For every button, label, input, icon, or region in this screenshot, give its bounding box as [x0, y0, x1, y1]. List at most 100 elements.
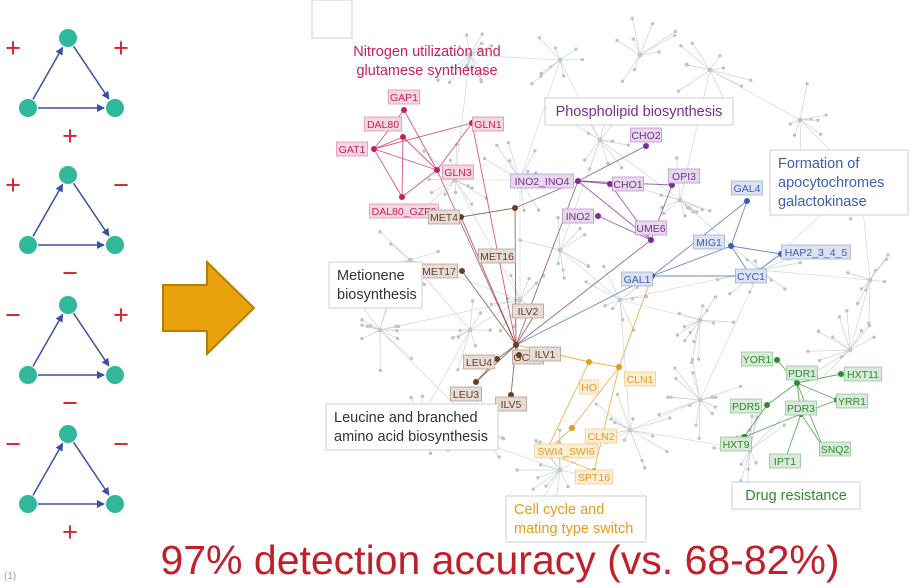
bg-edge — [519, 278, 530, 301]
gene-label: OPI3 — [672, 171, 696, 183]
gene-edge — [401, 169, 438, 198]
corner-box — [311, 0, 353, 39]
bg-node — [673, 366, 677, 370]
gene-label-box — [477, 248, 517, 264]
gene-node — [459, 268, 465, 274]
gene-ho: HO — [579, 359, 599, 395]
bg-edge — [815, 349, 851, 373]
bg-node — [783, 287, 787, 291]
bg-node — [705, 308, 709, 313]
bg-edge — [491, 299, 521, 305]
bg-edge — [869, 254, 889, 281]
bg-node — [544, 484, 548, 488]
gene-label: GAP1 — [390, 92, 418, 104]
bg-node — [755, 415, 760, 419]
bg-node — [470, 299, 475, 303]
bg-edge — [429, 178, 456, 181]
gene-label: HO — [581, 382, 597, 394]
bg-node — [739, 462, 743, 466]
bg-edge — [639, 31, 676, 56]
bg-node — [561, 74, 566, 78]
bg-node — [622, 438, 627, 442]
bg-node — [443, 192, 447, 196]
gene-edge — [730, 245, 782, 255]
bg-node — [692, 339, 696, 344]
bg-edge — [699, 399, 716, 408]
triad-1: +++ — [5, 29, 129, 151]
bg-edge — [469, 300, 473, 331]
bg-edge — [629, 417, 670, 431]
bg-edge — [868, 279, 871, 324]
bg-node — [611, 306, 615, 311]
gene-yrr1: YRR1 — [834, 393, 868, 409]
bg-edge — [361, 319, 381, 331]
bg-node — [453, 190, 458, 195]
gene-label-box — [819, 441, 851, 457]
bg-edge — [639, 51, 660, 56]
bg-node — [619, 165, 624, 170]
bg-link — [559, 139, 601, 251]
gene-label: MET16 — [480, 251, 514, 263]
bg-node — [378, 368, 383, 373]
bg-node — [788, 122, 792, 126]
bg-edge — [709, 55, 721, 71]
gene-label-box — [635, 220, 667, 236]
gene-ume6: UME6 — [635, 220, 667, 243]
triad-3: −+− — [5, 296, 129, 418]
bg-node — [436, 78, 440, 82]
gene-pdr1: PDR1 — [786, 365, 818, 386]
bg-node — [530, 81, 534, 86]
gene-gal1: GAL1 — [621, 271, 655, 287]
triad-sign-right: + — [113, 300, 129, 330]
gene-ilv5: ILV5 — [495, 392, 527, 412]
gene-label-box — [336, 141, 368, 157]
triad-node-right — [106, 236, 124, 254]
bg-node — [536, 475, 540, 480]
bg-edge — [819, 349, 851, 361]
gene-label-box — [668, 168, 700, 184]
bg-edge — [616, 40, 641, 56]
gene-node — [764, 402, 770, 408]
module-label-line: Phospholipid biosynthesis — [556, 104, 723, 120]
bg-node — [512, 324, 516, 329]
gene-node — [513, 342, 519, 348]
gene-gap1: GAP1 — [388, 89, 420, 113]
bg-edge — [629, 429, 668, 452]
gene-edge — [796, 382, 838, 401]
bg-node — [422, 149, 426, 153]
bg-node — [859, 329, 864, 333]
triad-sign-left: − — [5, 429, 21, 459]
bg-node — [509, 273, 513, 278]
bg-edge — [629, 429, 643, 461]
bg-edge — [596, 403, 631, 431]
bg-node — [531, 487, 535, 491]
gene-cyc1: CYC1 — [735, 268, 767, 284]
bg-node — [478, 311, 483, 315]
gene-label: HXT9 — [723, 439, 750, 451]
bg-edge — [619, 299, 635, 331]
gene-edge — [436, 169, 517, 346]
bg-edge — [709, 69, 751, 81]
bg-edge — [540, 59, 561, 74]
bg-node — [473, 344, 478, 348]
bg-edge — [557, 217, 561, 251]
triad-node-left — [19, 236, 37, 254]
bg-node — [745, 258, 750, 262]
bg-link — [749, 349, 851, 451]
triad-node-right — [106, 99, 124, 117]
bg-link — [454, 179, 521, 301]
bg-cluster — [615, 16, 678, 84]
bg-node — [428, 451, 433, 455]
gene-label: MIG1 — [696, 237, 722, 249]
gene-node — [774, 357, 780, 363]
gene-label-box — [463, 354, 495, 370]
bg-node — [482, 70, 487, 75]
gene-edge — [475, 344, 517, 383]
gene-label: GLN1 — [474, 119, 502, 131]
bg-node — [537, 36, 542, 40]
bg-edge — [599, 139, 629, 146]
bg-node — [469, 67, 474, 71]
bg-edge — [849, 325, 870, 351]
footnote-marker: (1) — [4, 571, 17, 582]
bg-node — [457, 45, 462, 49]
